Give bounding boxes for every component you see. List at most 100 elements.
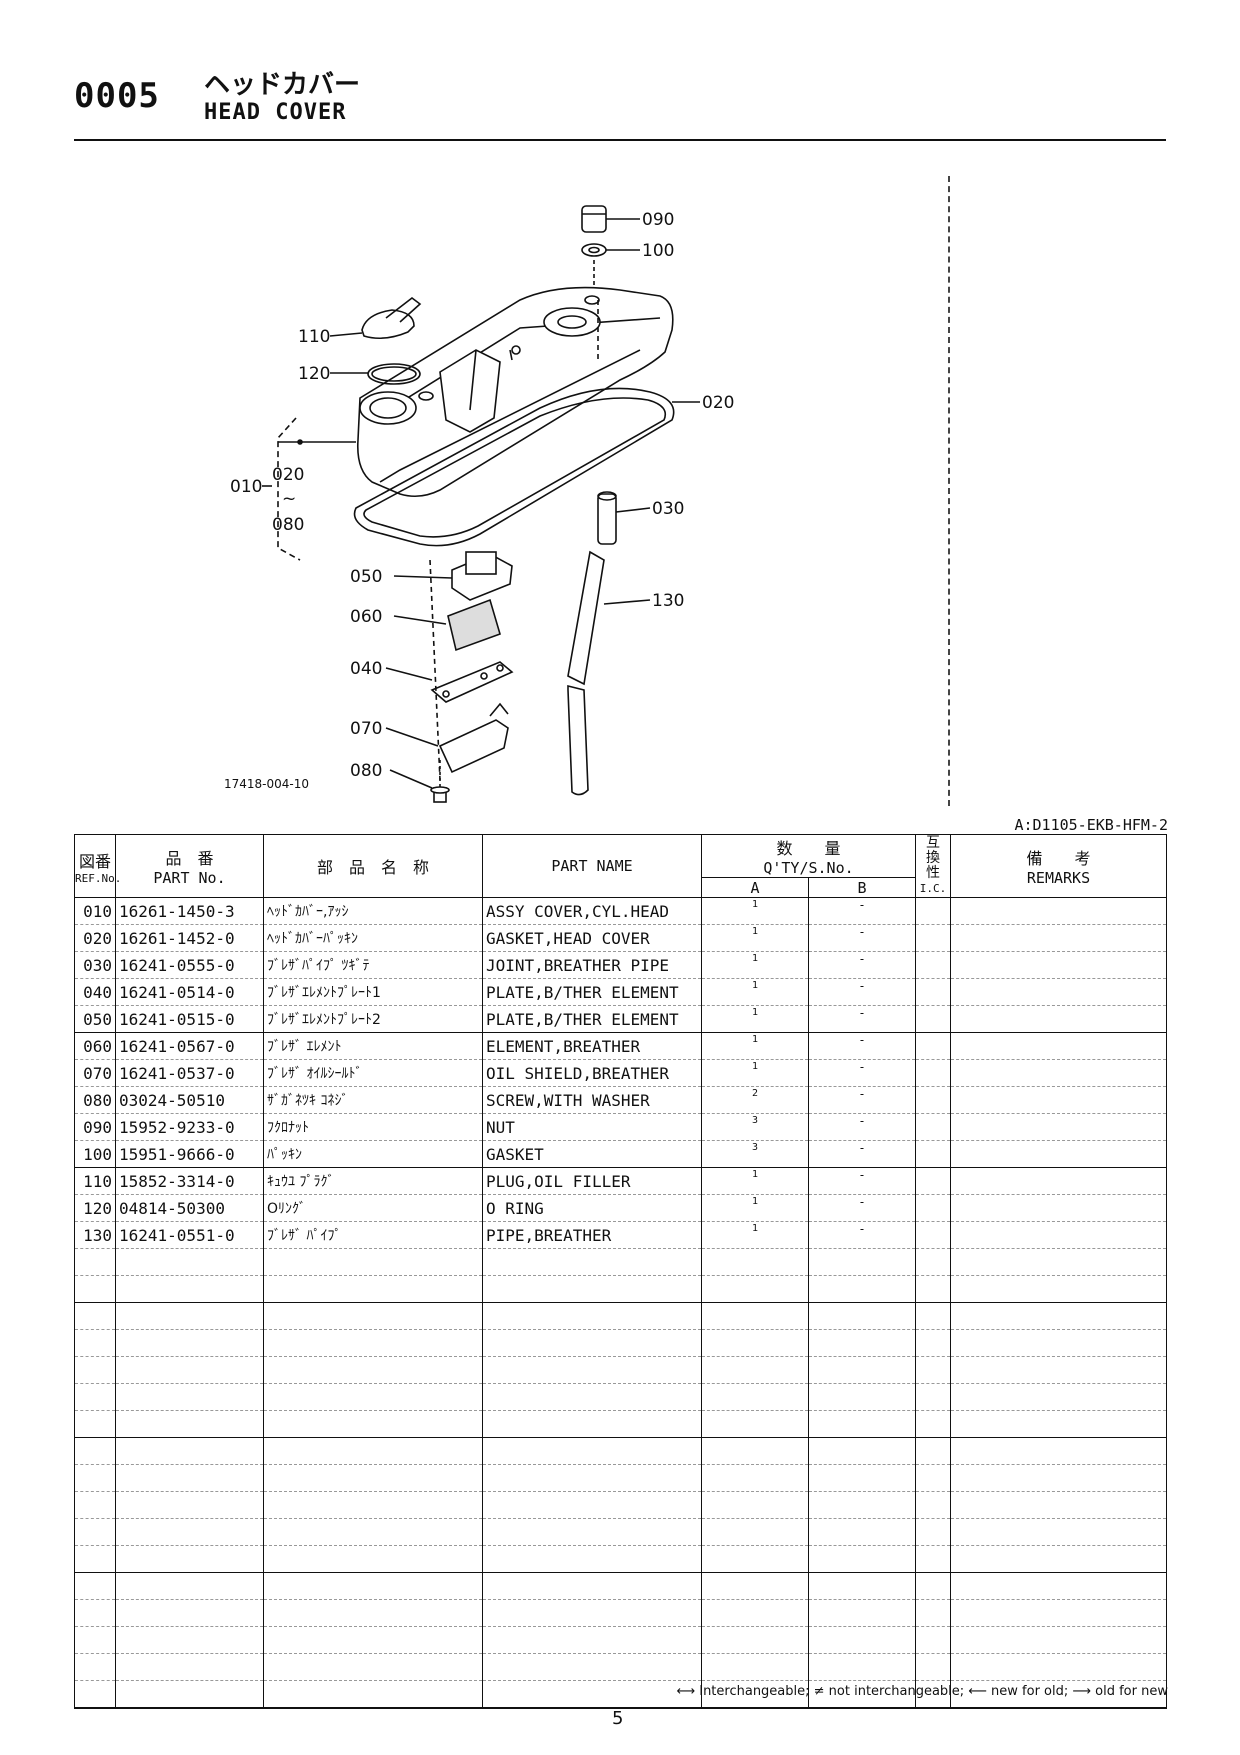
remarks-cell	[950, 1572, 1167, 1600]
callout-030: 030	[652, 499, 684, 519]
ref-cell	[74, 1518, 116, 1546]
qty-a-cell	[701, 1572, 809, 1600]
table-row	[74, 1302, 1167, 1330]
breather-joint-part	[597, 491, 617, 545]
remarks-cell	[950, 1680, 1167, 1709]
part-name-cell	[482, 1680, 702, 1709]
ref-cell	[74, 1572, 116, 1600]
qty-a-cell	[701, 1491, 809, 1519]
gasket-part	[353, 387, 675, 547]
name-jp-cell: ﾌﾞﾚｻﾞ ｴﾚﾒﾝﾄ	[263, 1032, 483, 1060]
ref-cell	[74, 1248, 116, 1276]
name-jp-cell	[263, 1626, 483, 1654]
qty-a-cell	[701, 1545, 809, 1573]
part-no-cell: 15952-9233-0	[115, 1113, 264, 1141]
part-no-cell	[115, 1572, 264, 1600]
qty-a-cell: 2	[701, 1086, 809, 1114]
name-jp-cell: ﾌﾞﾚｻﾞﾊﾟｲﾌﾟ ﾂｷﾞﾃ	[263, 951, 483, 979]
remarks-cell	[950, 951, 1167, 979]
ic-cell	[915, 1140, 951, 1168]
callout-130: 130	[652, 591, 684, 611]
qty-b-cell	[808, 1491, 916, 1519]
qty-a-cell	[701, 1329, 809, 1357]
header-rule	[74, 139, 1166, 141]
figure-id: 17418-004-10	[224, 777, 309, 791]
header-name-jp: 部 品 名 称	[263, 834, 483, 898]
name-jp-cell	[263, 1275, 483, 1303]
ic-cell	[915, 1410, 951, 1438]
header-qty-b: B	[808, 877, 916, 898]
ref-cell	[74, 1491, 116, 1519]
callout-020-range: 020	[272, 465, 304, 485]
qty-a-cell: 1	[701, 1221, 809, 1249]
remarks-cell	[950, 924, 1167, 952]
part-no-cell: 16241-0551-0	[115, 1221, 264, 1249]
ref-cell	[74, 1599, 116, 1627]
qty-a-cell	[701, 1599, 809, 1627]
ref-cell	[74, 1626, 116, 1654]
qty-a-cell: 1	[701, 1032, 809, 1060]
qty-b-cell	[808, 1599, 916, 1627]
part-name-cell: PIPE,BREATHER	[482, 1221, 702, 1249]
part-name-cell	[482, 1518, 702, 1546]
callout-050: 050	[350, 567, 382, 587]
part-name-cell: ELEMENT,BREATHER	[482, 1032, 702, 1060]
ref-cell: 100	[74, 1140, 116, 1168]
remarks-cell	[950, 1248, 1167, 1276]
callout-070: 070	[350, 719, 382, 739]
interchangeability-legend: ⟷ Interchangeable; ≠ not interchangeable…	[676, 1684, 1168, 1699]
table-row	[74, 1572, 1167, 1600]
remarks-cell	[950, 1275, 1167, 1303]
qty-b-cell	[808, 1302, 916, 1330]
head-cover-part	[356, 286, 674, 498]
remarks-cell	[950, 1545, 1167, 1573]
part-no-cell: 16261-1452-0	[115, 924, 264, 952]
qty-b-cell: -	[808, 951, 916, 979]
qty-b-cell: -	[808, 1140, 916, 1168]
remarks-cell	[950, 1599, 1167, 1627]
qty-a-cell	[701, 1680, 809, 1709]
qty-b-cell: -	[808, 1194, 916, 1222]
part-no-cell: 16261-1450-3	[115, 897, 264, 925]
callout-tilde: ~	[282, 489, 296, 509]
part-name-cell	[482, 1248, 702, 1276]
ref-cell: 090	[74, 1113, 116, 1141]
ic-cell	[915, 1491, 951, 1519]
table-row	[74, 1383, 1167, 1411]
callout-100: 100	[642, 241, 674, 261]
callout-040: 040	[350, 659, 382, 679]
remarks-cell	[950, 1464, 1167, 1492]
part-no-cell	[115, 1356, 264, 1384]
part-no-cell	[115, 1248, 264, 1276]
header-qty: 数 量 Q'TY/S.No.	[701, 834, 916, 878]
ref-cell	[74, 1464, 116, 1492]
part-no-cell: 16241-0514-0	[115, 978, 264, 1006]
part-name-cell	[482, 1545, 702, 1573]
callout-060: 060	[350, 607, 382, 627]
part-no-cell	[115, 1383, 264, 1411]
ic-cell	[915, 1302, 951, 1330]
name-jp-cell	[263, 1302, 483, 1330]
remarks-cell	[950, 1032, 1167, 1060]
part-no-cell	[115, 1437, 264, 1465]
name-jp-cell: ｷｭｳﾕ ﾌﾟﾗｸﾞ	[263, 1167, 483, 1195]
part-name-cell: JOINT,BREATHER PIPE	[482, 951, 702, 979]
oil-shield-part	[438, 719, 509, 774]
screw-part	[430, 760, 450, 803]
qty-b-cell: -	[808, 897, 916, 925]
qty-a-cell	[701, 1248, 809, 1276]
ref-cell: 060	[74, 1032, 116, 1060]
table-row	[74, 1356, 1167, 1384]
name-jp-cell: Oﾘﾝｸﾞ	[263, 1194, 483, 1222]
part-name-cell	[482, 1464, 702, 1492]
page-number: 5	[612, 1708, 624, 1729]
table-row	[74, 1518, 1167, 1546]
callout-080: 080	[350, 761, 382, 781]
ic-cell	[915, 1464, 951, 1492]
oil-filler-cap-part	[361, 309, 415, 340]
